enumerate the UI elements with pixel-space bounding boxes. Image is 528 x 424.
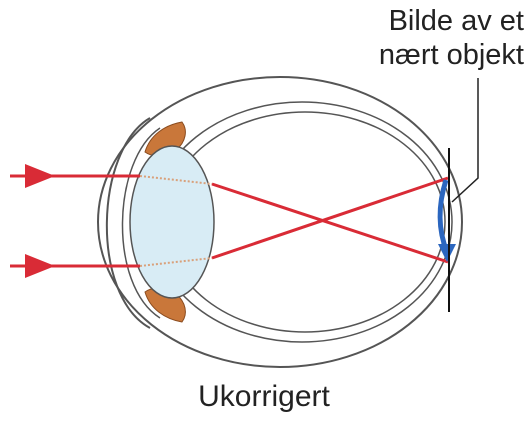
lens-ray-bottom [139, 257, 213, 267]
lens [129, 145, 215, 299]
image-arrow-head [438, 244, 456, 262]
refracted-ray-top [211, 182, 449, 264]
caption: Ukorrigert [198, 380, 330, 413]
cornea-inner [121, 127, 161, 319]
refracted-ray-bottom [211, 176, 449, 260]
callout-leader [451, 78, 479, 203]
callout-line-2: nært objekt [378, 39, 524, 71]
callout-line-1: Bilde av et [388, 5, 524, 37]
lens-ray-top [139, 175, 213, 185]
cornea-outline [105, 117, 151, 329]
callout-label: Bilde av et nært objekt [324, 4, 524, 72]
